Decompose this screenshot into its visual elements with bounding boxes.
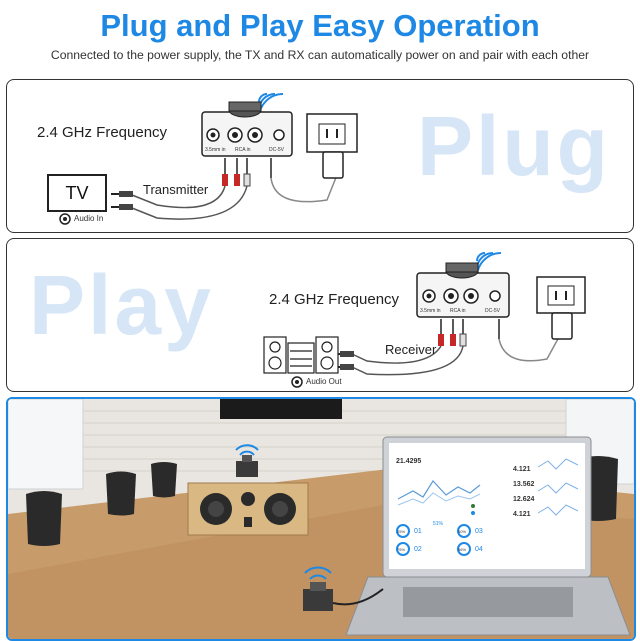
wifi-icon bbox=[235, 444, 259, 456]
screen-number-4: 04 bbox=[475, 546, 483, 553]
transmitter-panel: Plug 2.4 GHz Frequency 3.5mm in RCA in D… bbox=[6, 79, 634, 233]
screen-number-1: 01 bbox=[414, 528, 422, 535]
audio-in-label: Audio In bbox=[74, 214, 104, 223]
receiver-box bbox=[236, 455, 258, 477]
screen-number-3: 03 bbox=[475, 528, 483, 535]
wifi-icon bbox=[304, 566, 332, 580]
tv-box: TV bbox=[47, 174, 107, 212]
wall-outlet bbox=[306, 113, 358, 179]
screen-stat-2: 13.562 bbox=[513, 481, 535, 488]
port-label-3-5mm: 3.5mm in bbox=[205, 147, 226, 153]
wooden-speaker bbox=[187, 482, 309, 536]
screen-stat-1: 4.121 bbox=[513, 466, 531, 473]
screen-stat-3: 12.624 bbox=[513, 496, 535, 503]
receiver-diagram: 3.5mm in RCA in DC-5V bbox=[263, 252, 586, 388]
laptop bbox=[345, 436, 631, 636]
screen-percent: 51% bbox=[433, 521, 444, 527]
wall-outlet bbox=[536, 276, 586, 340]
stereo-speaker-icon bbox=[263, 336, 339, 374]
page-title: Plug and Play Easy Operation bbox=[100, 8, 540, 43]
transmitter-diagram: 3.5mm in RCA in DC-5V bbox=[59, 93, 358, 225]
receiver-cable-label: Receiver bbox=[385, 342, 437, 357]
receiver-panel: Play 2.4 GHz Frequency 3.5mm in RCA in D… bbox=[6, 238, 634, 392]
play-watermark: Play bbox=[29, 258, 214, 352]
port-label-dc: DC-5V bbox=[485, 308, 501, 314]
ring-value-3: 50% bbox=[458, 529, 466, 534]
ring-value-4: 56% bbox=[458, 547, 466, 552]
transmitter-cable-label: Transmitter bbox=[143, 182, 209, 197]
ring-value-1: 25% bbox=[397, 529, 405, 534]
receiver-device bbox=[416, 262, 510, 318]
screen-number-2: 02 bbox=[414, 546, 422, 553]
screen-main-value: 21.4295 bbox=[396, 458, 421, 465]
office-scene: 21.4295 51% 4.121 13.562 12.624 4.121 25… bbox=[8, 399, 634, 639]
port-label-rca: RCA in bbox=[450, 308, 466, 314]
page-subtitle: Connected to the power supply, the TX an… bbox=[50, 48, 590, 62]
receiver-frequency-label: 2.4 GHz Frequency bbox=[269, 291, 400, 308]
port-label-rca: RCA in bbox=[235, 147, 251, 153]
office-photo: 21.4295 51% 4.121 13.562 12.624 4.121 25… bbox=[6, 397, 636, 641]
port-label-dc: DC-5V bbox=[269, 147, 285, 153]
transmitter-device bbox=[201, 101, 293, 157]
port-label-3-5mm: 3.5mm in bbox=[420, 308, 441, 314]
screen-stat-4: 4.121 bbox=[513, 511, 531, 518]
ring-value-2: 75% bbox=[397, 547, 405, 552]
audio-out-label: Audio Out bbox=[306, 377, 342, 386]
transmitter-frequency-label: 2.4 GHz Frequency bbox=[37, 124, 168, 141]
transmitter-box bbox=[303, 582, 333, 611]
plug-watermark: Plug bbox=[417, 99, 611, 193]
